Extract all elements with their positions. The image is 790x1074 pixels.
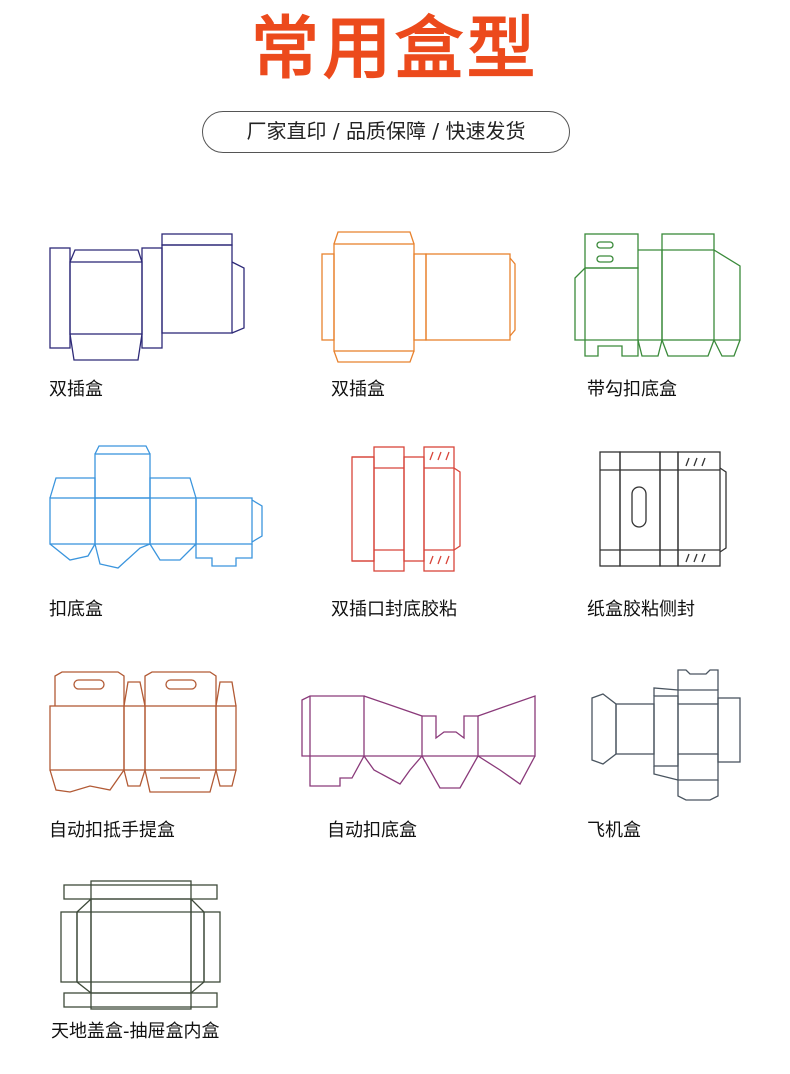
- box-label-2: 双插盒: [331, 379, 385, 400]
- box-label-4: 扣底盒: [49, 599, 103, 620]
- box-label-6: 纸盒胶粘侧封: [587, 599, 695, 620]
- box-label-1: 双插盒: [49, 379, 103, 400]
- box-label-7: 自动扣抵手提盒: [49, 820, 175, 841]
- box-label-8: 自动扣底盒: [327, 820, 417, 841]
- box-label-5: 双插口封底胶粘: [331, 599, 457, 620]
- slogan-pill: 厂家直印 / 品质保障 / 快速发货: [202, 111, 570, 153]
- box-label-3: 带勾扣底盒: [587, 379, 677, 400]
- page-title: 常用盒型: [250, 10, 539, 89]
- box-label-9: 飞机盒: [587, 820, 641, 841]
- box-label-10: 天地盖盒-抽屉盒内盒: [51, 1021, 220, 1042]
